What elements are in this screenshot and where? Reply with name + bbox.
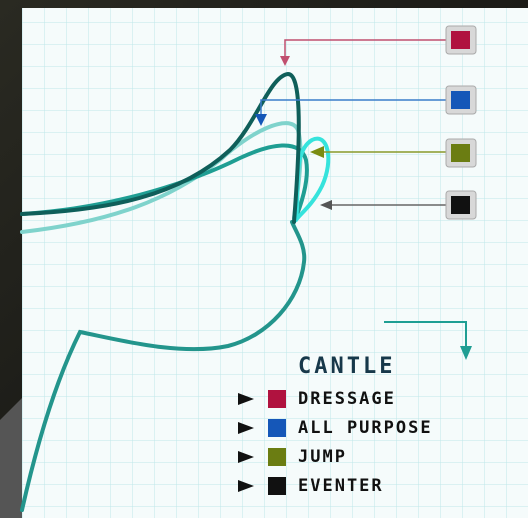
legend-title: CANTLE (298, 354, 395, 379)
pointer-arrow-icon (238, 480, 254, 492)
legend-item-all-purpose: ALL PURPOSE (232, 417, 433, 439)
pointer-arrow-icon (238, 451, 254, 463)
legend-swatch-all-purpose (268, 419, 286, 437)
legend-label-jump: JUMP (298, 447, 347, 467)
legend-item-dressage: DRESSAGE (232, 388, 396, 410)
marker-jump (446, 139, 476, 167)
marker-all-purpose (446, 86, 476, 114)
square-marker-icon (451, 31, 470, 49)
legend-item-jump: JUMP (232, 446, 347, 468)
marker-dressage (446, 26, 476, 54)
legend-item-eventer: EVENTER (232, 475, 384, 497)
marker-eventer (446, 191, 476, 219)
legend-swatch-jump (268, 448, 286, 466)
square-marker-icon (451, 91, 470, 109)
legend-label-dressage: DRESSAGE (298, 389, 396, 409)
legend-swatch-eventer (268, 477, 286, 495)
square-marker-icon (451, 196, 470, 214)
legend-label-all-purpose: ALL PURPOSE (298, 418, 433, 438)
legend-swatch-dressage (268, 390, 286, 408)
square-marker-icon (451, 144, 470, 162)
legend-label-eventer: EVENTER (298, 476, 384, 496)
pointer-arrow-icon (238, 422, 254, 434)
pointer-arrow-icon (238, 393, 254, 405)
